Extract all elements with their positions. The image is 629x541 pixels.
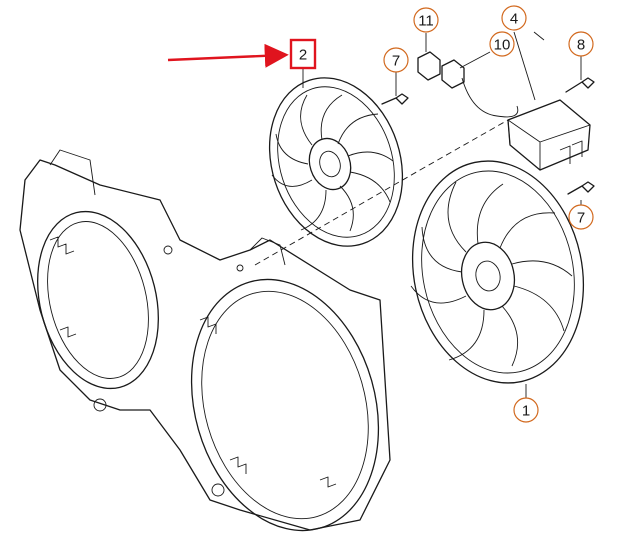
fan-1-hub	[460, 241, 516, 311]
callout-label: 2	[299, 47, 307, 64]
callout-ring	[383, 47, 409, 73]
callout-7: 7	[568, 204, 594, 230]
callout-4: 4	[501, 5, 527, 31]
highlight-arrow	[167, 43, 289, 68]
wiring-connectors	[417, 51, 519, 118]
leader-lines	[302, 31, 582, 398]
callout-label: 4	[510, 11, 518, 28]
callout-label: 11	[418, 13, 434, 30]
fan-control-module	[507, 99, 591, 171]
callout-label: 10	[494, 37, 511, 54]
mount-hole	[93, 398, 107, 412]
connector-11	[417, 51, 441, 81]
bolt-7-lower	[567, 181, 595, 195]
callout-highlight-box	[289, 38, 317, 70]
callout-label: 7	[577, 210, 585, 227]
callout-ring	[489, 31, 515, 57]
callout-label: 1	[522, 403, 530, 420]
callout-7: 7	[383, 47, 409, 73]
callout-group: 1 2 4 7 7 8 10 11	[289, 5, 594, 423]
callout-10: 10	[489, 31, 515, 57]
fan-shroud	[19, 149, 391, 532]
callout-ring	[568, 31, 594, 57]
callout-8: 8	[568, 31, 594, 57]
callout-label: 7	[392, 53, 400, 70]
mount-hole	[163, 245, 173, 255]
callout-ring	[501, 5, 527, 31]
bolt-8	[565, 77, 595, 93]
fan-2-hub	[308, 137, 352, 191]
callout-label: 8	[577, 37, 585, 54]
shroud-opening-left	[37, 210, 159, 390]
bolts	[381, 77, 595, 195]
callout-ring	[568, 204, 594, 230]
fan-1	[410, 160, 585, 384]
shroud-opening-right	[190, 278, 380, 532]
callout-11: 11	[413, 7, 439, 33]
callout-ring	[513, 397, 539, 423]
assembly-lines	[254, 119, 509, 266]
fan-2	[268, 77, 404, 247]
mount-hole	[236, 264, 244, 272]
callout-1: 1	[513, 397, 539, 423]
bolt-7-upper	[381, 93, 409, 105]
connector-10	[441, 59, 465, 89]
callout-2: 2	[289, 38, 317, 70]
mount-hole	[211, 483, 225, 497]
callout-ring	[413, 7, 439, 33]
